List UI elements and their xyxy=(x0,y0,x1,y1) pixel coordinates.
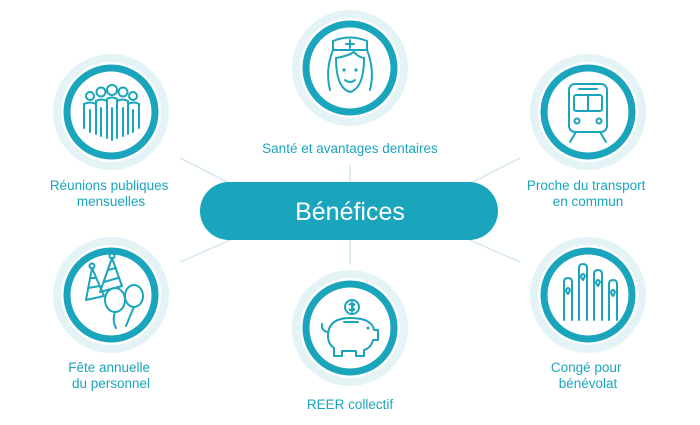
benefit-party: Fête annuelle du personnel xyxy=(53,237,169,391)
benefit-health-label: Santé et avantages dentaires xyxy=(262,141,438,156)
party-hat-balloons-icon xyxy=(85,252,144,329)
benefit-transit-label: Proche du transport en commun xyxy=(527,178,649,209)
benefit-health: Santé et avantages dentaires xyxy=(262,10,438,156)
benefit-party-label: Fête annuelle du personnel xyxy=(68,360,154,391)
nurse-icon xyxy=(327,36,373,93)
piggy-bank-icon xyxy=(320,299,379,357)
benefit-volunteer: Congé pour bénévolat xyxy=(530,237,646,391)
train-icon xyxy=(568,83,608,143)
benefit-meetings-label: Réunions publiques mensuelles xyxy=(50,178,172,209)
connector-volunteer xyxy=(464,237,521,263)
benefit-transit: Proche du transport en commun xyxy=(527,54,649,209)
center-label: Bénéfices xyxy=(295,198,405,226)
connectors xyxy=(179,157,521,265)
connector-transit xyxy=(464,157,521,187)
connector-party xyxy=(179,237,236,263)
group-people-icon xyxy=(83,84,140,141)
benefit-meetings: Réunions publiques mensuelles xyxy=(50,54,172,209)
benefit-rrsp-label: REER collectif xyxy=(307,397,394,412)
center-node: Bénéfices xyxy=(200,182,498,240)
connector-meetings xyxy=(179,157,236,187)
benefit-volunteer-label: Congé pour bénévolat xyxy=(551,360,625,391)
raised-hands-hearts-icon xyxy=(563,263,618,321)
benefit-rrsp: REER collectif xyxy=(292,270,408,412)
